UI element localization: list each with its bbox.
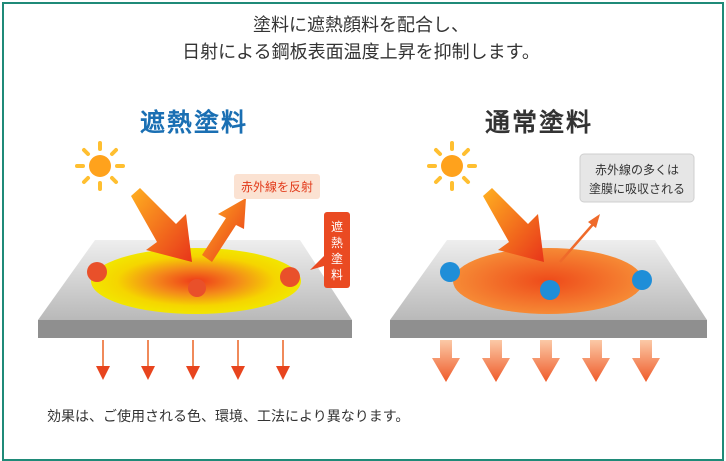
pigment-label-box bbox=[310, 212, 350, 288]
headline-line-1: 塗料に遮熱顔料を配合し、 bbox=[253, 15, 469, 36]
reflect-label-box bbox=[234, 174, 320, 199]
pigment-dot bbox=[440, 262, 460, 282]
incoming-sunlight-arrow-left bbox=[131, 188, 192, 262]
heat-transfer-arrows-right bbox=[432, 340, 660, 382]
right-panel-title: 通常塗料 bbox=[485, 108, 594, 137]
pigment-label-char: 塗 bbox=[331, 251, 343, 266]
pigment-label-char: 遮 bbox=[331, 219, 343, 234]
pigment-dot bbox=[540, 280, 560, 300]
small-reflected-arrow bbox=[559, 214, 600, 263]
sun-icon-left bbox=[75, 141, 125, 191]
pigment-dot bbox=[188, 279, 206, 297]
footnote: 効果は、ご使用される色、環境、工法により異なります。 bbox=[47, 409, 410, 425]
pigment-label-char: 料 bbox=[331, 268, 343, 282]
absorb-label-line-2: 塗膜に吸収される bbox=[589, 181, 685, 196]
headline-line-2: 日射による鋼板表面温度上昇を抑制します。 bbox=[182, 42, 540, 63]
pigment-dot bbox=[280, 267, 300, 287]
reflect-label: 赤外線を反射 bbox=[241, 179, 313, 194]
absorb-label-line-1: 赤外線の多くは bbox=[595, 162, 679, 177]
pigment-label-char: 熱 bbox=[331, 236, 343, 250]
sun-icon-right bbox=[427, 141, 477, 191]
absorb-label-box bbox=[579, 153, 695, 203]
reflected-infrared-arrow bbox=[202, 198, 246, 262]
incoming-sunlight-arrow-right bbox=[483, 188, 544, 262]
pigment-dot bbox=[632, 270, 652, 290]
left-panel-title: 遮熱塗料 bbox=[140, 108, 249, 137]
pigment-dot bbox=[87, 262, 107, 282]
heat-transfer-arrows-left bbox=[96, 340, 290, 380]
